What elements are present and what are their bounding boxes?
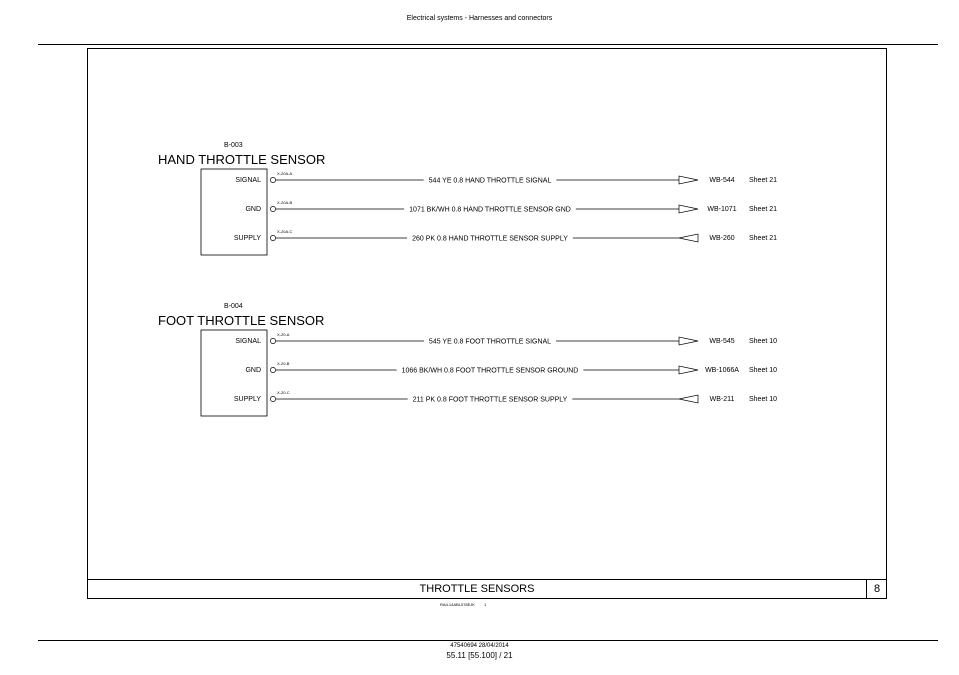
connector-label: X-20A-C [277,229,292,234]
page-header: Electrical systems - Harnesses and conne… [406,15,553,22]
sheet-reference: Sheet 10 [749,367,777,374]
arrow-out-icon [678,175,699,185]
wire-label: 260 PK 0.8 HAND THROTTLE SENSOR SUPPLY [412,236,568,243]
arrow-out-icon [678,204,699,214]
wire-label: 1066 BK/WH 0.8 FOOT THROTTLE SENSOR GROU… [402,368,579,375]
wire-label: 545 YE 0.8 FOOT THROTTLE SIGNAL [429,339,551,346]
pin-terminal [270,177,276,183]
destination-label: WB-544 [709,177,734,184]
destination-label: WB-545 [709,338,734,345]
connector-label: X-20-B [277,361,290,366]
pin-label: GND [245,206,261,213]
sensor-box [200,329,268,417]
drawing-reference-row: RAIL14ABL078EJK 1 [440,602,486,607]
wire-label: 544 YE 0.8 HAND THROTTLE SIGNAL [429,178,552,185]
arrow-in-icon [678,233,699,243]
pin-terminal [270,367,276,373]
sensor-box [200,168,268,256]
connector-label: X-20-C [277,390,290,395]
sensor-name: HAND THROTTLE SENSOR [158,152,325,167]
sheet-reference: Sheet 10 [749,396,777,403]
header-rule [38,44,938,45]
arrow-in-icon [678,394,699,404]
sheet-reference: Sheet 21 [749,206,777,213]
connector-label: X-20-A [277,332,290,337]
sensor-id: B-003 [224,142,243,149]
arrow-out-icon [678,336,699,346]
diagram-frame [87,48,887,599]
destination-label: WB-211 [710,396,735,403]
sensor-name: FOOT THROTTLE SENSOR [158,313,324,328]
pin-label: SUPPLY [234,235,261,242]
wire-label: 1071 BK/WH 0.8 HAND THROTTLE SENSOR GND [409,207,571,214]
pin-terminal [270,206,276,212]
footer-rule [38,640,938,641]
pin-label: SIGNAL [235,177,261,184]
sheet-number: 8 [866,580,887,599]
destination-label: WB-1071 [707,206,736,213]
drawing-reference: RAIL14ABL078EJK [440,602,475,607]
wire-label: 211 PK 0.8 FOOT THROTTLE SENSOR SUPPLY [413,397,568,404]
pin-label: SUPPLY [234,396,261,403]
pin-terminal [270,396,276,402]
diagram-title: THROTTLE SENSORS [419,583,535,595]
sheet-reference: Sheet 21 [749,235,777,242]
sheet-reference: Sheet 10 [749,338,777,345]
drawing-revision: 1 [484,602,487,607]
footer-doc: 47540694 28/04/2014 [450,643,509,649]
arrow-out-icon [678,365,699,375]
pin-terminal [270,338,276,344]
connector-label: X-20A-A [277,171,292,176]
destination-label: WB-260 [709,235,734,242]
title-block: THROTTLE SENSORS 8 [87,579,887,599]
connector-label: X-20A-B [277,200,292,205]
pin-label: SIGNAL [235,338,261,345]
pin-label: GND [245,367,261,374]
sheet-reference: Sheet 21 [749,177,777,184]
pin-terminal [270,235,276,241]
footer-page: 55.11 [55.100] / 21 [446,651,513,660]
sensor-id: B-004 [224,303,243,310]
destination-label: WB-1066A [705,367,739,374]
